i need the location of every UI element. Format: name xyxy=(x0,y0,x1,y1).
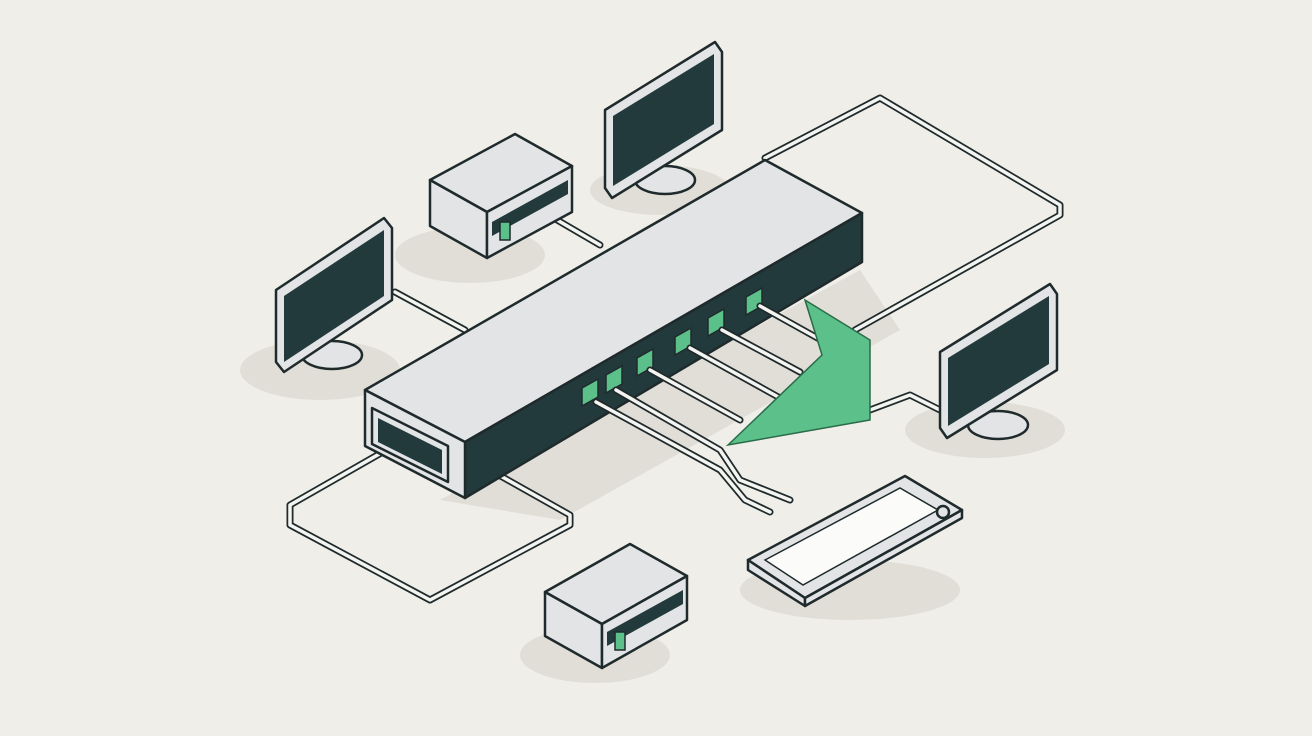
monitor-top xyxy=(603,40,724,200)
monitor-left xyxy=(274,216,394,374)
computer-bottom xyxy=(543,542,689,670)
power-led xyxy=(499,221,511,241)
keyboard xyxy=(746,474,964,608)
green-arrow-icon xyxy=(725,298,871,447)
front-display xyxy=(378,418,442,474)
port-2 xyxy=(605,364,623,395)
kvm-switch xyxy=(363,158,864,516)
monitor-right xyxy=(938,282,1059,441)
power-led xyxy=(614,631,626,651)
computer-top xyxy=(428,132,574,260)
